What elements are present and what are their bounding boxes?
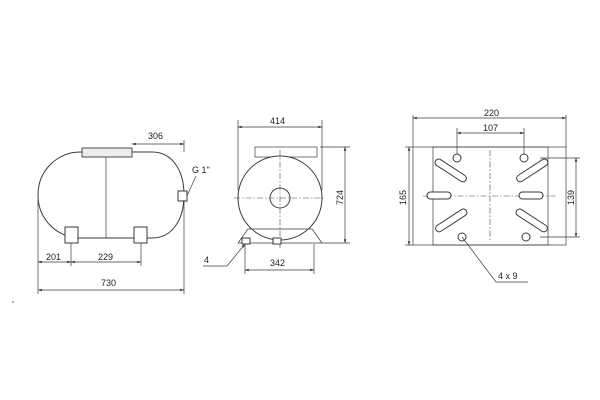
foot-right (133, 226, 148, 244)
top-plate (81, 147, 133, 158)
slot-right (518, 191, 544, 200)
label-foot-offset: 201 (46, 252, 61, 262)
label-plate-thickness: 4 (204, 255, 209, 265)
stray-dot (12, 301, 14, 303)
slot-bottom-right (515, 208, 548, 233)
base-foot-center (272, 237, 282, 245)
label-height: 724 (335, 190, 345, 205)
leader-thread (186, 175, 197, 197)
foot-left (64, 226, 79, 244)
front-view: 414 724 4 342 (203, 116, 350, 274)
slot-top-right (516, 158, 549, 183)
base-foot-left (241, 237, 251, 245)
label-hole-spacing-y: 139 (566, 190, 576, 205)
label-foot-spacing: 229 (98, 252, 113, 262)
slot-top-left (434, 158, 467, 183)
hole-bottom-right (521, 232, 531, 242)
label-diameter: 414 (270, 116, 285, 126)
label-hole-spacing-x: 107 (483, 123, 498, 133)
hole-top-right (519, 153, 529, 163)
label-holes: 4 x 9 (498, 271, 518, 281)
tank-body (37, 151, 185, 239)
slot-bottom-left (435, 208, 468, 233)
side-view: 306 G 1" 201 229 730 (37, 131, 210, 294)
label-plate-depth: 165 (398, 190, 408, 205)
hole-top-left (452, 153, 462, 163)
label-plate-width: 220 (484, 108, 499, 118)
leader-plate-arrow (226, 243, 246, 267)
connection-nozzle (177, 190, 188, 202)
label-thread: G 1" (192, 165, 210, 175)
label-total-length: 730 (101, 278, 116, 288)
label-base-width: 342 (270, 258, 285, 268)
base-plate-view: 220 107 165 139 4 x 9 (398, 108, 580, 283)
top-box (254, 146, 318, 158)
slot-left (426, 191, 452, 200)
base-outline (237, 228, 323, 244)
label-front-overhang: 306 (148, 131, 163, 141)
leader-holes (461, 236, 497, 283)
